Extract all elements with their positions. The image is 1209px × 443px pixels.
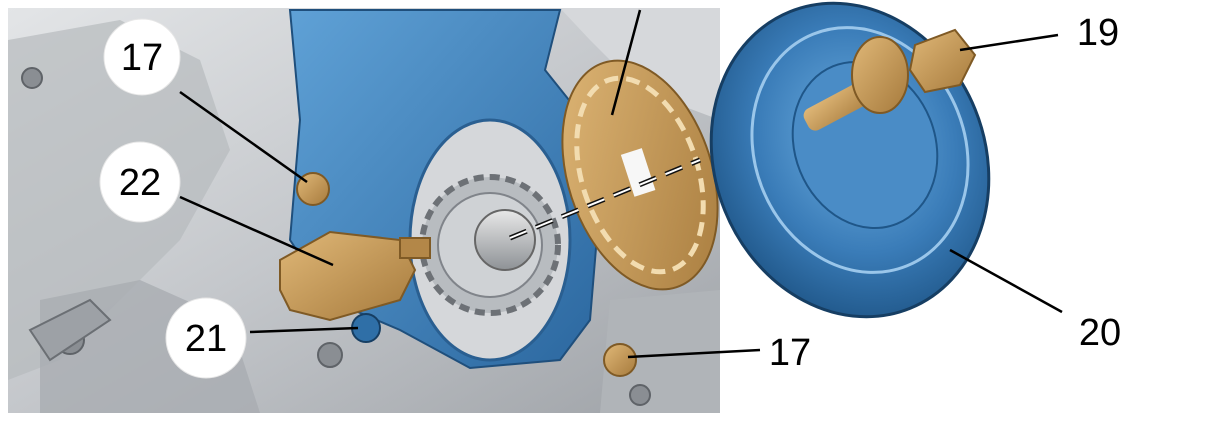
callout-22-circle bbox=[99, 141, 181, 223]
crankshaft-sprocket bbox=[419, 174, 561, 316]
leader-lines bbox=[179, 9, 1063, 359]
callout-17-top-circle bbox=[103, 18, 181, 96]
pulley-bolt bbox=[803, 28, 977, 131]
callout-21: 21 bbox=[185, 318, 227, 360]
cover-bolt-lower bbox=[603, 343, 637, 377]
callout-22: 22 bbox=[119, 162, 161, 204]
callout-19: 19 bbox=[1077, 12, 1119, 54]
callout-20: 20 bbox=[1079, 312, 1121, 354]
target-disc bbox=[561, 59, 719, 291]
callout-21-circle bbox=[165, 297, 247, 379]
callout-17-top: 17 bbox=[121, 37, 163, 79]
callout-17-bottom: 17 bbox=[769, 332, 811, 374]
locating-tool bbox=[279, 230, 431, 322]
crankshaft-pulley bbox=[709, 1, 991, 319]
